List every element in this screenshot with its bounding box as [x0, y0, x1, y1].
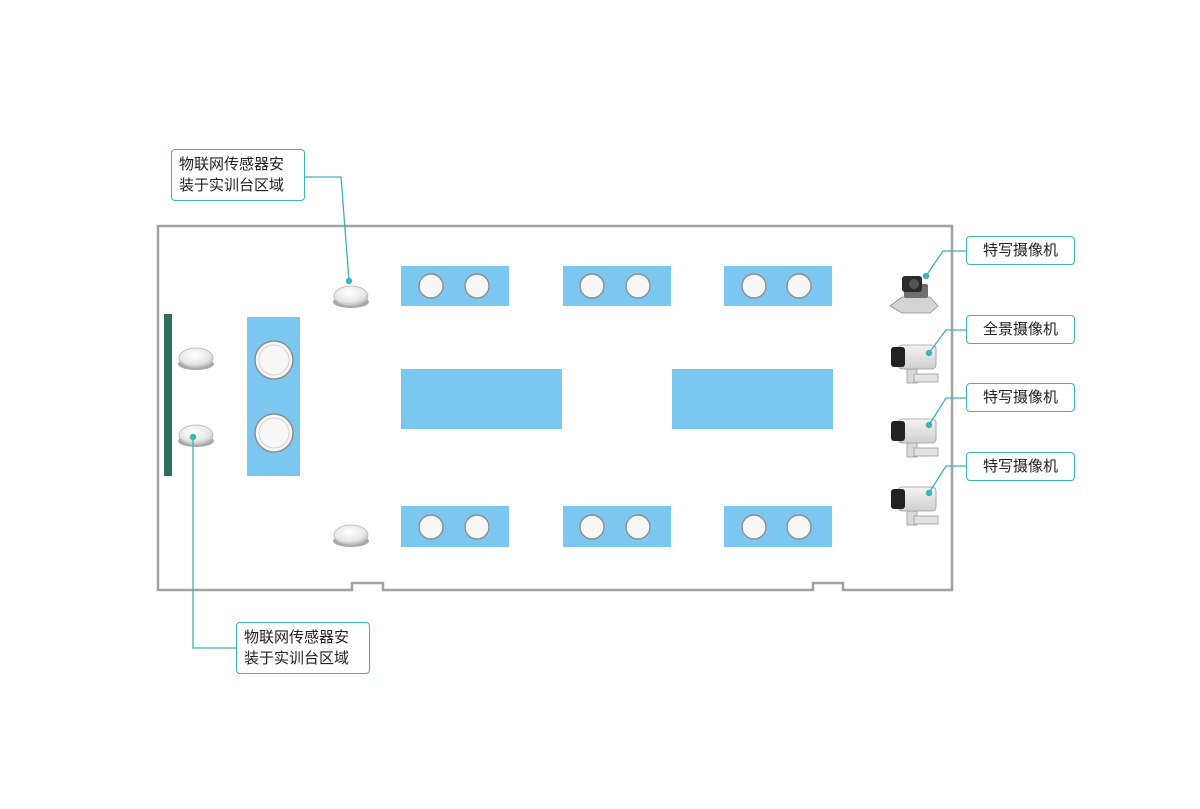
teacher-podium — [247, 317, 300, 476]
seat — [786, 273, 812, 299]
seat — [579, 273, 605, 299]
closeup-camera-callout: 特写摄像机 — [966, 452, 1075, 481]
leader-lines — [192, 176, 966, 649]
closeup-camera-callout: 特写摄像机 — [966, 383, 1075, 412]
iot-sensor-icon — [333, 524, 369, 547]
iot-sensor-icon — [178, 424, 214, 447]
callout-line: 装于实训台区域 — [179, 176, 285, 194]
seat — [741, 273, 767, 299]
seat — [464, 514, 490, 540]
iot-sensor-icon — [178, 347, 214, 370]
workbench-right — [672, 369, 833, 429]
sensor-callout-top: 物联网传感器安 装于实训台区域 — [171, 149, 305, 201]
seat — [418, 514, 444, 540]
bullet-camera-icon — [891, 344, 939, 384]
iot-sensor-icon — [333, 285, 369, 308]
desk-bottom-3 — [724, 506, 832, 547]
seat — [464, 273, 490, 299]
callout-line: 物联网传感器安 — [179, 155, 285, 173]
seat — [418, 273, 444, 299]
leader-dots — [189, 272, 933, 497]
ptz-camera-icon — [889, 276, 939, 314]
desk-top-2 — [563, 266, 671, 306]
callout-line: 物联网传感器安 — [244, 628, 350, 646]
callout-line: 装于实训台区域 — [244, 649, 350, 667]
closeup-camera-callout: 特写摄像机 — [966, 236, 1075, 265]
whiteboard — [164, 314, 172, 476]
seat — [741, 514, 767, 540]
seat — [254, 340, 294, 380]
room-outline — [156, 224, 954, 592]
seat — [254, 413, 294, 453]
desk-top-1 — [401, 266, 509, 306]
desk-top-3 — [724, 266, 832, 306]
workbench-left — [401, 369, 562, 429]
seat — [579, 514, 605, 540]
desk-bottom-2 — [563, 506, 671, 547]
desk-bottom-1 — [401, 506, 509, 547]
seat — [625, 273, 651, 299]
seat — [786, 514, 812, 540]
seat — [625, 514, 651, 540]
panoramic-camera-callout: 全景摄像机 — [966, 315, 1075, 344]
sensor-callout-bottom: 物联网传感器安 装于实训台区域 — [236, 622, 370, 674]
